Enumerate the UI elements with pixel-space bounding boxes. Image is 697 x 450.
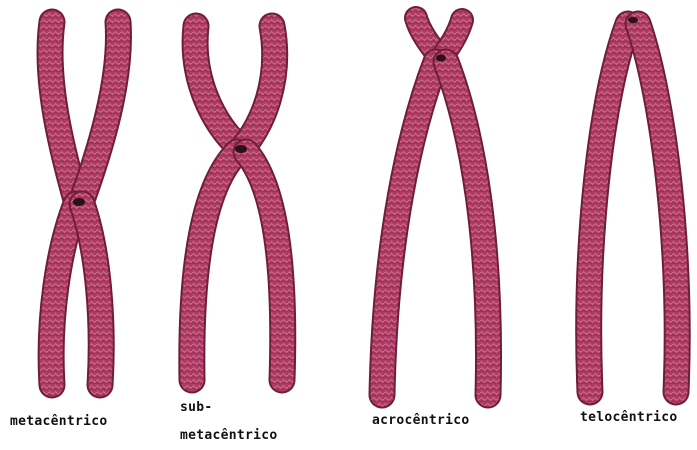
chromatid-arm — [82, 22, 118, 200]
centromere — [235, 145, 247, 153]
chromatid-arm — [589, 24, 628, 392]
chromatid-arm — [446, 62, 489, 395]
label-telocentric: telocêntrico — [580, 410, 678, 425]
chromatid-arm — [638, 24, 677, 392]
chromatid-arm — [382, 62, 436, 395]
chromatid-arm — [195, 26, 238, 146]
label-submetacentric-line2: metacêntrico — [180, 428, 278, 443]
chromatid-arm — [192, 152, 237, 380]
metacentric-chromosome — [50, 22, 118, 385]
centromere — [628, 17, 638, 23]
label-metacentric: metacêntrico — [10, 414, 108, 429]
label-acrocentric: acrocêntrico — [372, 413, 470, 428]
centromere — [436, 55, 446, 62]
chromatid-arm — [82, 204, 101, 385]
acrocentric-chromosome — [382, 18, 489, 395]
telocentric-chromosome — [589, 17, 677, 392]
label-submetacentric-line1: sub- — [180, 400, 213, 415]
centromere — [73, 198, 85, 206]
submetacentric-chromosome — [192, 26, 283, 380]
